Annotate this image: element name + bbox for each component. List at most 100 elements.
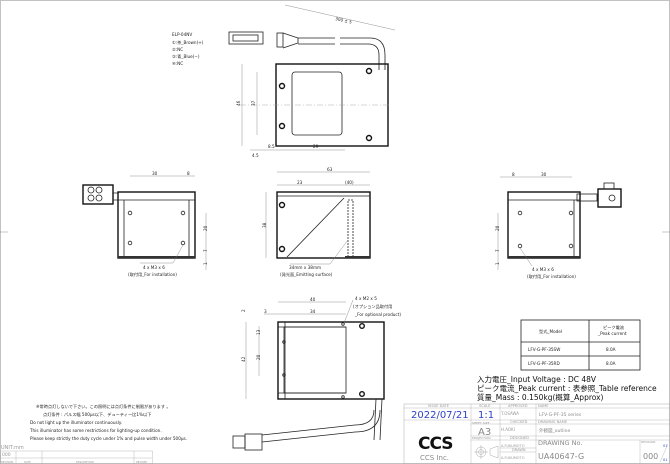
dim-offset: 23 [297, 180, 303, 185]
table-cell-current: 8.0A [606, 347, 616, 352]
dim-offset-a: 4.5 [252, 153, 259, 158]
col-header: DESCRIPTION [76, 460, 94, 464]
dim-height: 46 [236, 100, 241, 106]
issue-date: 2022/07/21 [411, 410, 469, 421]
header-peak-current: ピーク電流 [603, 324, 625, 331]
notes: ※常時点灯しないで下さい。この照明には点灯条件に制限があります 。 点灯条件 :… [29, 403, 187, 441]
sheet-mark: 01 [663, 444, 667, 448]
left-side-view: 30 8 20 7 1 4 x M3 x 6 (取付用_For installa… [82, 171, 208, 278]
table-cell-current: 8.0A [606, 361, 616, 366]
drawn-by: A.FUKUMOTO [501, 456, 525, 460]
dim-window-width: 29 [313, 144, 319, 149]
dim-base: 1 [495, 262, 500, 265]
scale-label: SCALE [479, 404, 491, 408]
dim-margin: 3 [264, 309, 267, 314]
front-view: 63 23 (40) 38 34mm x 38mm (発光面_Emitting … [262, 167, 371, 278]
dim-edge: 2 [241, 309, 246, 312]
checked-label: CHECKED [510, 420, 528, 424]
dim-bottom: 7 [203, 249, 208, 252]
projection-symbol [474, 445, 499, 459]
table-cell-model: LFV-G-PF-35RD [528, 361, 560, 366]
revision-block: UNIT:mm 000 REVISION DATE DESCRIPTION RE… [0, 445, 153, 464]
note-line: 点灯条件 : パルス幅 500μs以下、デューティー比1%以下 [43, 411, 151, 418]
logo-text: CCS [418, 434, 453, 454]
cable [298, 37, 335, 45]
dim-height: 38 [262, 222, 267, 228]
pin-1: ①:茶_Brown(+) [172, 39, 204, 45]
dim-length: 63 [327, 167, 333, 172]
cable [340, 37, 386, 70]
note-line: Please keep strictly the duty cycle unde… [30, 436, 187, 441]
dim-width: 30 [152, 171, 158, 176]
screw-label: 4 x M2 x 5 [355, 296, 377, 301]
cable-length-dim: 300 ± 5 [335, 16, 353, 24]
note-line: This illuminator has some restrictions f… [29, 428, 162, 433]
sheet-size: A3 [478, 427, 491, 438]
scale-value: 1:1 [478, 410, 494, 421]
approved-label: APPROVED [508, 404, 528, 408]
connector [228, 31, 299, 49]
ccs-logo: CCS [418, 434, 454, 454]
spec-peak-current: ピーク電流_Peak current : 表参照_Table reference [477, 383, 657, 393]
cable [261, 409, 381, 443]
note-line: ※常時点灯しないで下さい。この照明には点灯条件に制限があります 。 [36, 403, 171, 410]
pin-4: ④:NC [172, 61, 183, 66]
revision-label: REVISION [641, 440, 655, 444]
projection-label: PROJECTION [472, 436, 490, 440]
connector-model: ELP-04NV [172, 32, 192, 37]
designed-by: A.FUKUMOTO [501, 444, 525, 448]
name-label: NAME [538, 404, 549, 408]
emitting-window [291, 71, 343, 136]
dim-width: 30 [541, 172, 547, 177]
connector [597, 188, 622, 208]
header-model: 型式_Model [539, 328, 562, 334]
top-view: ELP-04NV ①:茶_Brown(+) ②:NC ③:青_Blue(−) ④… [172, 4, 396, 158]
model-table: 型式_Model ピーク電流 _Peak current LFV-G-PF-35… [520, 319, 641, 371]
drawing-name-label: DRAWING NAME [538, 420, 568, 424]
specs: 入力電圧_Input Voltage : DC 48V ピーク電流_Peak c… [477, 374, 657, 402]
col-header: DATE [24, 460, 31, 464]
screws [278, 67, 373, 142]
unit-label: UNIT:mm [1, 445, 24, 451]
screw-label: 4 x M3 x 6 [532, 267, 554, 272]
col-header: REVISED [136, 460, 147, 464]
spec-mass: 質量_Mass : 0.150kg(概算_Approx) [477, 392, 604, 402]
emit-note: (発光面_Emitting surface) [280, 271, 333, 278]
company-name: CCS Inc. [420, 454, 449, 462]
revision-value: 000 [2, 452, 11, 458]
title-block: ISSUE DATE 2022/07/21 SCALE 1:1 SHEET SI… [403, 403, 670, 464]
dim-width: 40 [310, 297, 316, 302]
note-line: Do not light up the illuminator continuo… [30, 420, 122, 425]
connector [232, 435, 246, 449]
dim-edge: 8 [187, 171, 190, 176]
screw-note-en: _For optional product) [354, 312, 401, 317]
header-peak-current-en: _Peak current [597, 331, 627, 336]
screw-note: (取付用_For installation) [527, 273, 576, 280]
screw-note-jp: (オプション品取付用 [353, 303, 392, 310]
drawing-name: 外観図_outline [539, 427, 570, 434]
dim-window: (40) [345, 180, 354, 185]
dim-bottom: 7 [495, 249, 500, 252]
bottom-view: 40 3 34 2 42 13 20 4 x M2 x 5 (オプション品取付用… [232, 296, 401, 451]
dim-vertical: 20 [495, 225, 500, 231]
dim-vertical: 20 [203, 225, 208, 231]
dim-edge: 8 [512, 172, 515, 177]
drawing-no: UA40647-G [538, 452, 584, 461]
emit-label: 34mm x 38mm [289, 265, 321, 270]
issue-date-label: ISSUE DATE [428, 404, 450, 408]
designed-label: DESIGNED [510, 436, 529, 440]
pin-2: ②:NC [172, 47, 183, 52]
right-side-view: 8 30 20 7 1 4 x M3 x 6 (取付用_For installa… [495, 172, 622, 280]
dim-inner: 34 [310, 309, 316, 314]
drawing-no-label: DRAWING No. [538, 439, 582, 447]
table-cell-model: LFV-G-PF-35SW [528, 347, 560, 352]
dim-pitch: 20 [256, 354, 261, 360]
dim-base: 1 [203, 262, 208, 265]
product-name: LFV-G-PF-35 series [539, 412, 582, 418]
checked-by: H.AOKI [501, 427, 515, 432]
approved-by: T.OSAWA [500, 411, 519, 416]
screw-note: (取付用_For installation) [128, 271, 177, 278]
sheet-mark: 01 [663, 458, 667, 462]
dim-top: 13 [256, 329, 261, 335]
spec-voltage: 入力電圧_Input Voltage : DC 48V [477, 374, 597, 384]
